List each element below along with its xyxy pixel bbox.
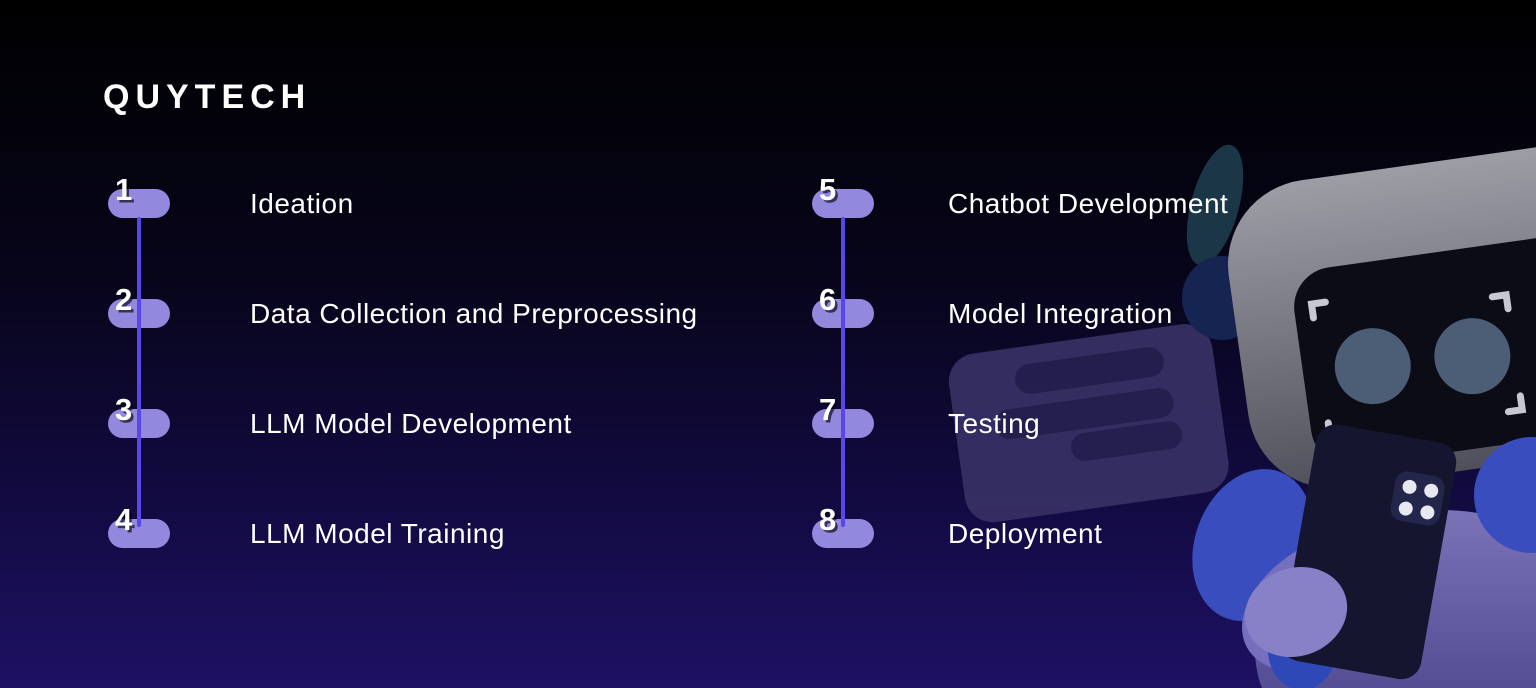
- step-number: 2: [115, 282, 133, 317]
- step-label: LLM Model Training: [250, 517, 505, 549]
- step-connector-line: [137, 217, 141, 527]
- step-item-8: 8 Deployment: [812, 504, 1452, 549]
- step-item-3: 3 LLM Model Development: [108, 394, 748, 439]
- step-item-4: 4 LLM Model Training: [108, 504, 748, 549]
- brand-logo: QUYTECH: [103, 78, 312, 116]
- robot-leg-icon: [1268, 610, 1336, 688]
- step-label: Ideation: [250, 187, 354, 219]
- step-pill: [108, 189, 170, 218]
- step-item-7: 7 Testing: [812, 394, 1452, 439]
- step-number: 8: [819, 502, 837, 537]
- step-number: 3: [115, 392, 133, 427]
- step-label: Chatbot Development: [948, 187, 1229, 219]
- robot-hand-icon: [1244, 566, 1348, 658]
- step-connector-line: [841, 217, 845, 527]
- step-item-1: 1 Ideation: [108, 174, 748, 219]
- step-number: 5: [819, 172, 837, 207]
- step-label: Deployment: [948, 517, 1103, 549]
- step-number: 6: [819, 282, 837, 317]
- step-label: LLM Model Development: [250, 407, 572, 439]
- step-item-2: 2 Data Collection and Preprocessing: [108, 284, 748, 329]
- step-label: Data Collection and Preprocessing: [250, 297, 698, 329]
- smartphone-icon: [1281, 424, 1457, 680]
- robot-shoulder-icon: [1474, 437, 1536, 553]
- step-item-5: 5 Chatbot Development: [812, 174, 1452, 219]
- robot-eye-left: [1334, 328, 1411, 405]
- step-number: 1: [115, 172, 133, 207]
- step-number: 4: [115, 502, 133, 537]
- step-number: 7: [819, 392, 837, 427]
- step-label: Testing: [948, 407, 1041, 439]
- step-item-6: 6 Model Integration: [812, 284, 1452, 329]
- step-label: Model Integration: [948, 297, 1173, 329]
- step-pill: [812, 189, 874, 218]
